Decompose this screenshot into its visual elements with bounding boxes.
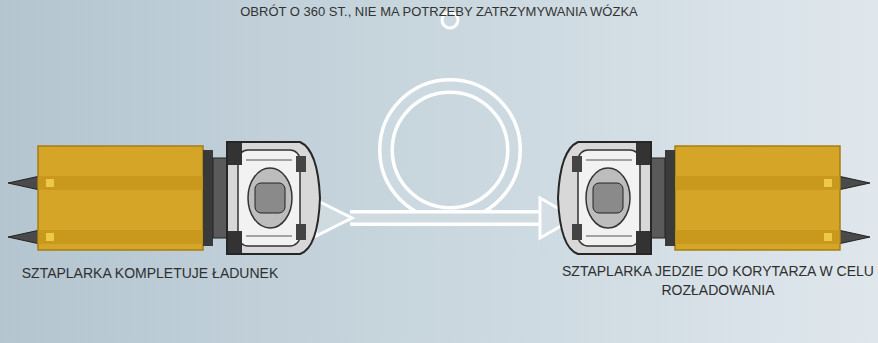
forklift-right xyxy=(558,142,870,254)
diagram-title: OBRÓT O 360 ST., NIE MA POTRZEBY ZATRZYM… xyxy=(150,3,728,21)
caption-label: SZTAPLARKA KOMPLETUJE ŁADUNEK xyxy=(0,264,300,283)
forklift-left xyxy=(8,142,320,254)
rotation-arrow xyxy=(316,12,575,238)
caption-label: SZTAPLARKA JEDZIE DO KORYTARZA W CELU RO… xyxy=(562,262,874,300)
